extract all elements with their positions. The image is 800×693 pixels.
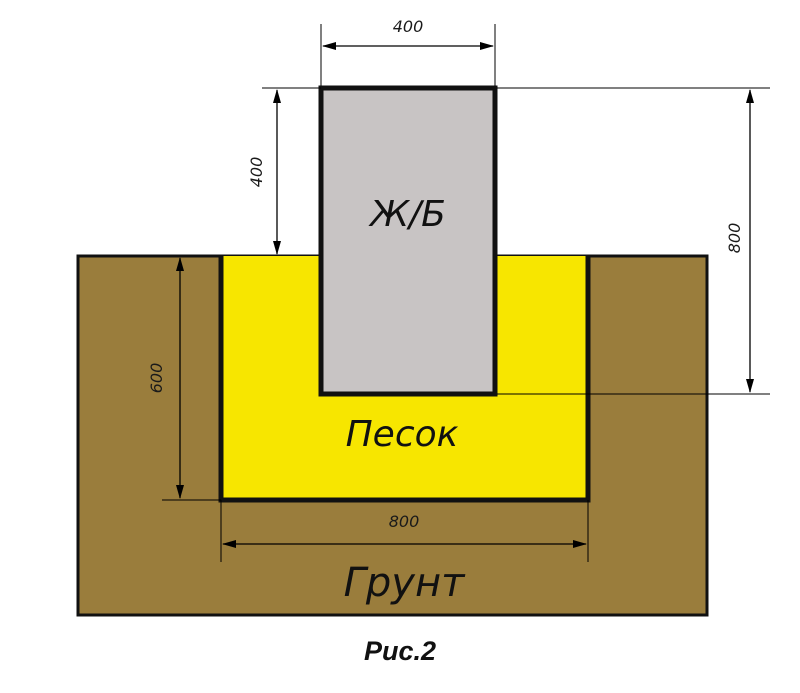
label-sand: Песок xyxy=(346,414,459,455)
label-concrete: Ж/Б xyxy=(368,194,446,235)
dim-sand-depth: 600 xyxy=(147,363,166,394)
dim-pillar-above-ground: 400 xyxy=(247,157,266,188)
dim-sand-width: 800 xyxy=(389,512,420,531)
concrete-pillar xyxy=(318,85,498,397)
dimension-lines xyxy=(176,42,754,548)
extension-lines xyxy=(162,24,770,562)
label-ground: Грунт xyxy=(344,560,467,606)
sand-outline xyxy=(218,256,591,503)
dim-pillar-height: 800 xyxy=(725,223,744,254)
dim-pillar-width: 400 xyxy=(393,17,424,36)
figure-caption: Рис.2 xyxy=(363,636,437,666)
